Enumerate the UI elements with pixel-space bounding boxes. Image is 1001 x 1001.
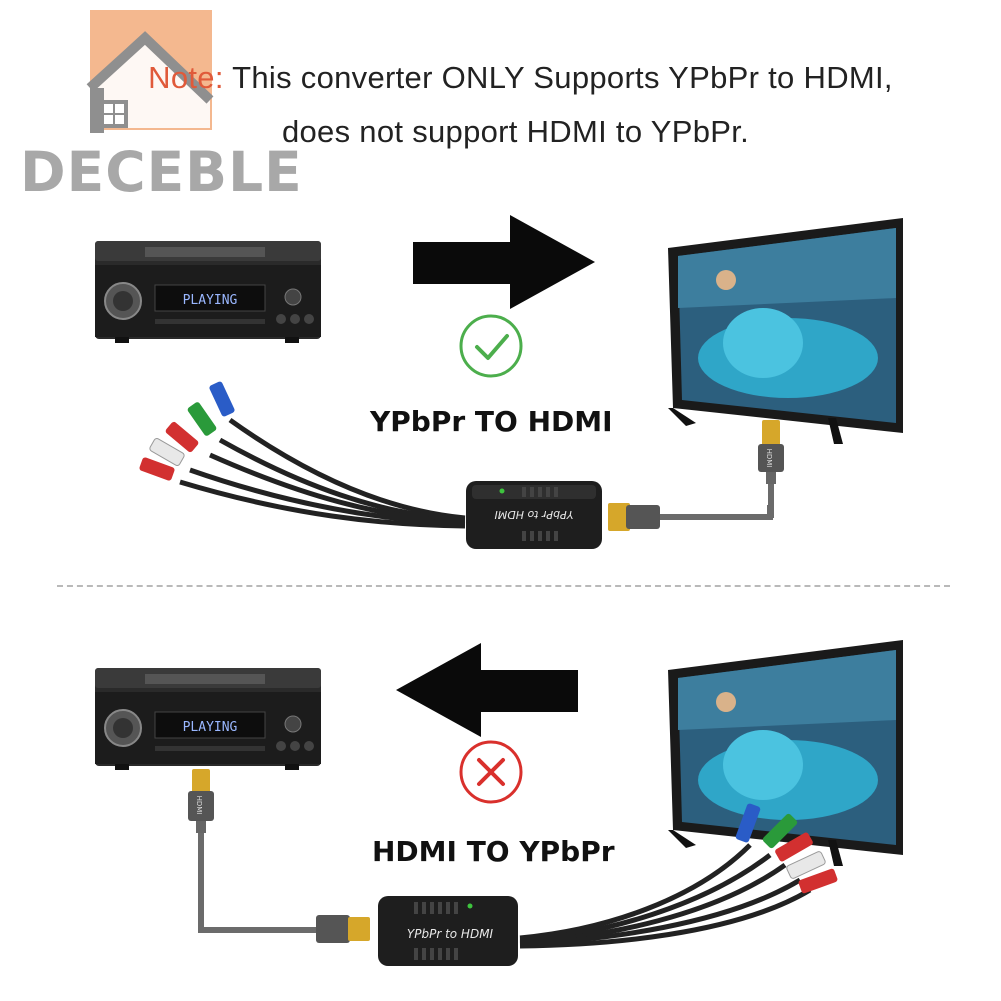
rca-component-cables-top	[139, 381, 466, 529]
cross-icon	[459, 740, 523, 804]
converter-box-bottom: YPbPr to HDMI	[378, 896, 518, 966]
receiver-display-text-bottom: PLAYING	[183, 720, 238, 735]
brand-logo-house-icon	[86, 10, 214, 133]
converter-box-top: YPbPr to HDMI	[466, 481, 602, 549]
av-receiver-top: PLAYING	[95, 241, 321, 343]
tv-bottom	[668, 640, 903, 866]
tv-top	[668, 218, 903, 444]
note-line-2: does not support HDMI to YPbPr.	[281, 114, 750, 149]
hdmi-cable-bottom: HDMI	[188, 769, 370, 943]
hdmi-plug-label-bottom: HDMI	[195, 796, 203, 815]
note-line-1: Note: This converter ONLY Supports YPbPr…	[20, 60, 1001, 96]
converter-label-top: YPbPr to HDMI	[494, 508, 573, 521]
brand-logo-text: DECEBLE	[20, 140, 303, 204]
hdmi-plug-label-top: HDMI	[765, 449, 773, 468]
arrow-right-icon	[413, 215, 595, 309]
hdmi-cable-horizontal	[608, 503, 773, 531]
receiver-display-text: PLAYING	[183, 293, 238, 308]
section-divider	[57, 585, 950, 587]
note-line-1-text: This converter ONLY Supports YPbPr to HD…	[223, 60, 893, 95]
caption-hdmi-to-ypbpr: HDMI TO YPbPr	[372, 835, 615, 868]
converter-label-bottom: YPbPr to HDMI	[407, 927, 494, 941]
caption-ypbpr-to-hdmi: YPbPr TO HDMI	[370, 405, 613, 438]
arrow-left-icon	[396, 643, 578, 737]
note-prefix: Note:	[148, 60, 224, 95]
rca-component-cables-bottom	[519, 803, 838, 949]
av-receiver-bottom: PLAYING	[95, 668, 321, 770]
check-icon	[459, 314, 523, 378]
